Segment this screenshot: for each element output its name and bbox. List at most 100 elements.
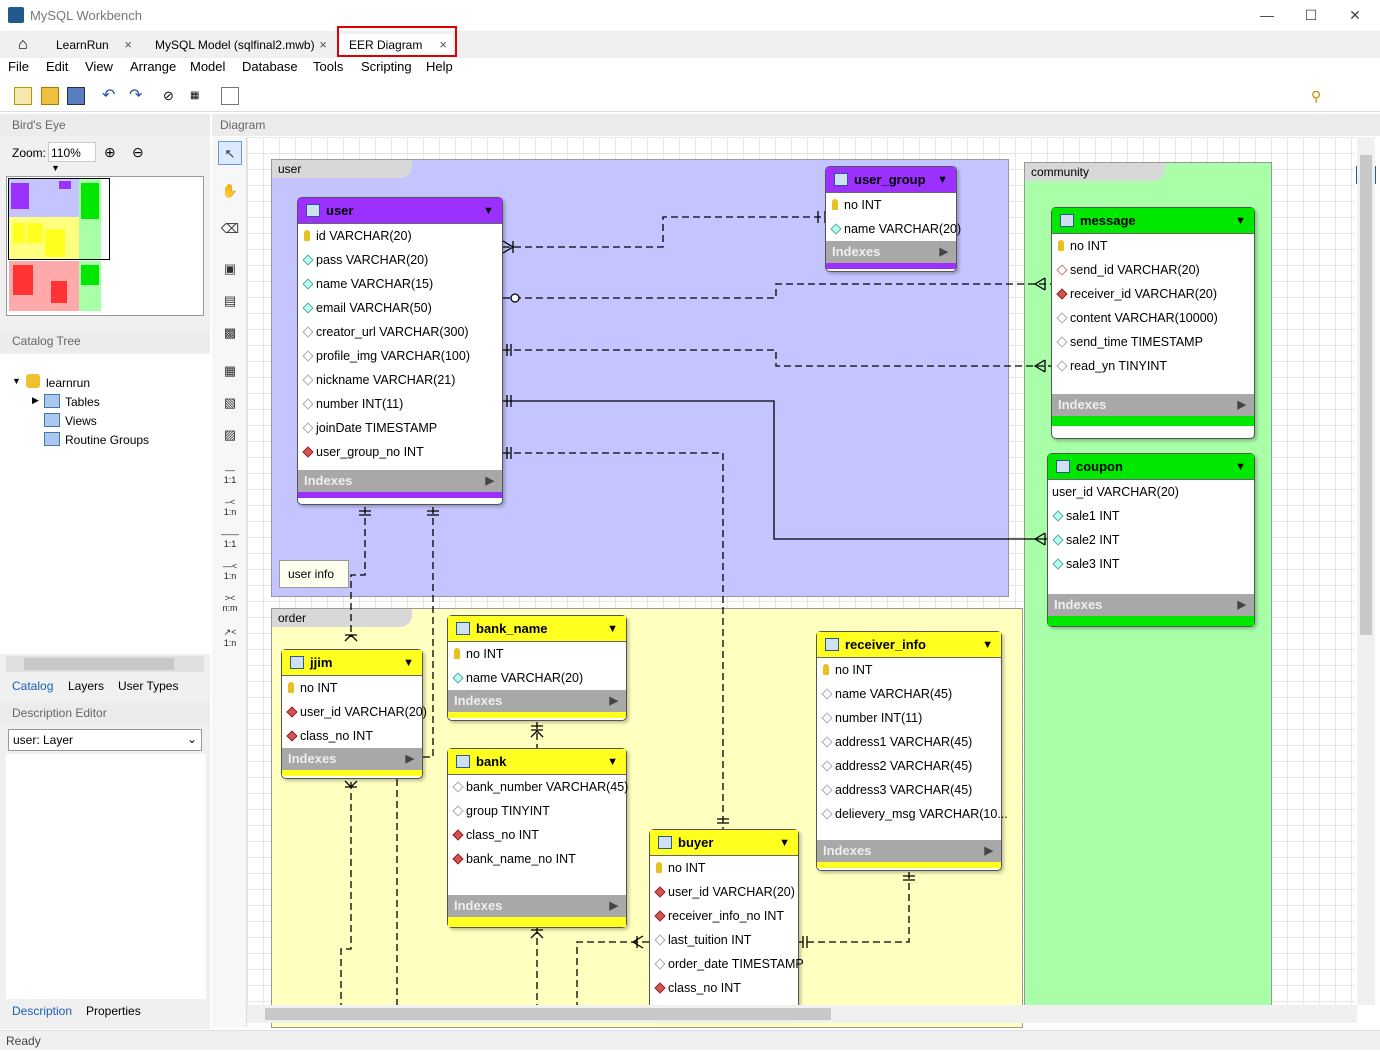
tree-routine-groups[interactable]: Routine Groups xyxy=(65,433,150,447)
pointer-tool-icon[interactable]: ↖ xyxy=(218,141,242,165)
entity-header[interactable]: buyer▼ xyxy=(650,830,798,856)
vertical-scrollbar[interactable] xyxy=(1357,137,1375,1005)
column-row[interactable]: id VARCHAR(20) xyxy=(298,224,502,248)
menu-tools[interactable]: Tools xyxy=(313,59,344,74)
column-row[interactable]: nickname VARCHAR(21) xyxy=(298,368,502,392)
collapse-icon[interactable]: ▼ xyxy=(483,205,494,217)
menu-database[interactable]: Database xyxy=(242,59,298,74)
entity-header[interactable]: user_group▼ xyxy=(826,167,956,193)
rel-existing-tool[interactable]: ↗<1:n xyxy=(223,627,237,648)
entity-user[interactable]: user▼ id VARCHAR(20) pass VARCHAR(20) na… xyxy=(297,197,503,505)
toggle-grid-icon[interactable]: ⊘ xyxy=(163,88,174,103)
menu-arrange[interactable]: Arrange xyxy=(130,59,177,74)
expand-arrow-icon[interactable]: ▶ xyxy=(1237,399,1246,411)
entity-user-group[interactable]: user_group▼ no INT name VARCHAR(20) Inde… xyxy=(825,166,961,272)
diagram-canvas[interactable]: user community order user▼ id VARC xyxy=(247,137,1355,1028)
tab-description[interactable]: Description xyxy=(12,1004,73,1018)
indexes-section[interactable]: Indexes▶ xyxy=(282,748,422,770)
expand-arrow-icon[interactable]: ▶ xyxy=(939,246,948,258)
collapse-icon[interactable]: ▼ xyxy=(982,639,993,651)
column-row[interactable]: address3 VARCHAR(45) xyxy=(817,778,1001,802)
rel-n-m-tool[interactable]: ><n:m xyxy=(222,593,238,613)
note-tool-icon[interactable]: ▤ xyxy=(223,293,237,308)
close-icon[interactable]: × xyxy=(124,37,132,52)
indexes-section[interactable]: Indexes▶ xyxy=(1052,394,1254,416)
expand-arrow-icon[interactable]: ▶ xyxy=(984,845,993,857)
entity-header[interactable]: bank▼ xyxy=(448,749,626,775)
expand-arrow-icon[interactable]: ▶ xyxy=(405,753,414,765)
close-icon[interactable]: × xyxy=(319,37,327,52)
column-row[interactable]: no INT xyxy=(826,193,956,217)
save-icon[interactable] xyxy=(67,87,85,105)
column-row[interactable]: email VARCHAR(50) xyxy=(298,296,502,320)
column-row[interactable]: number INT(11) xyxy=(298,392,502,416)
column-row[interactable]: receiver_id VARCHAR(20) xyxy=(1052,282,1254,306)
column-row[interactable]: group TINYINT xyxy=(448,799,626,823)
tab-catalog[interactable]: Catalog xyxy=(12,679,54,693)
column-row[interactable]: number INT(11) xyxy=(817,706,1001,730)
column-row[interactable]: bank_number VARCHAR(45) xyxy=(448,775,628,799)
birds-eye-view[interactable] xyxy=(6,176,204,316)
eraser-tool-icon[interactable]: ⌫ xyxy=(220,221,240,236)
undo-icon[interactable]: ↶ xyxy=(102,87,116,104)
column-row[interactable]: creator_url VARCHAR(300) xyxy=(298,320,502,344)
entity-receiver-info[interactable]: receiver_info▼ no INT name VARCHAR(45) n… xyxy=(816,631,1008,871)
column-row[interactable]: no INT xyxy=(817,658,1001,682)
column-row[interactable]: read_yn TINYINT xyxy=(1052,354,1254,378)
indexes-section[interactable]: Indexes▶ xyxy=(448,690,626,712)
column-row[interactable]: sale3 INT xyxy=(1048,552,1254,576)
hand-tool-icon[interactable]: ✋ xyxy=(221,183,239,198)
indexes-section[interactable]: Indexes▶ xyxy=(448,895,626,917)
entity-message[interactable]: message▼ no INT send_id VARCHAR(20) rece… xyxy=(1051,207,1255,439)
horizontal-scrollbar[interactable] xyxy=(247,1005,1357,1023)
column-row[interactable]: name VARCHAR(15) xyxy=(298,272,502,296)
column-row[interactable]: address1 VARCHAR(45) xyxy=(817,730,1001,754)
tree-expander-icon[interactable]: ▶ xyxy=(32,395,39,405)
column-row[interactable]: send_id VARCHAR(20) xyxy=(1052,258,1254,282)
column-row[interactable]: user_id VARCHAR(20) xyxy=(650,880,798,904)
entity-coupon[interactable]: coupon▼ user_id VARCHAR(20) sale1 INT sa… xyxy=(1047,453,1255,627)
column-row[interactable]: bank_name_no INT xyxy=(448,847,626,871)
column-row[interactable]: joinDate TIMESTAMP xyxy=(298,416,502,440)
redo-icon[interactable]: ↷ xyxy=(129,87,143,104)
image-tool-icon[interactable]: ▩ xyxy=(223,325,237,340)
routine-tool-icon[interactable]: ▨ xyxy=(223,427,237,442)
description-select[interactable]: user: Layer⌄ xyxy=(8,729,202,751)
open-folder-icon[interactable] xyxy=(41,87,59,105)
column-row[interactable]: sale1 INT xyxy=(1048,504,1254,528)
tab-properties[interactable]: Properties xyxy=(86,1004,141,1018)
column-row[interactable]: user_group_no INT xyxy=(298,440,502,464)
layer-tool-icon[interactable]: ▣ xyxy=(223,261,237,276)
entity-header[interactable]: bank_name▼ xyxy=(448,616,626,642)
new-diagram-icon[interactable] xyxy=(221,87,239,105)
menu-file[interactable]: File xyxy=(8,59,29,74)
collapse-icon[interactable]: ▼ xyxy=(1235,215,1246,227)
search-icon[interactable]: ⚲ xyxy=(1311,88,1322,104)
minimize-button[interactable]: — xyxy=(1260,7,1274,23)
tree-tables[interactable]: Tables xyxy=(65,395,100,409)
column-row[interactable]: delievery_msg VARCHAR(10... xyxy=(817,802,1008,826)
column-row[interactable]: content VARCHAR(10000) xyxy=(1052,306,1254,330)
menu-view[interactable]: View xyxy=(85,59,113,74)
column-row[interactable]: name VARCHAR(45) xyxy=(817,682,1001,706)
collapse-icon[interactable]: ▼ xyxy=(403,657,414,669)
indexes-section[interactable]: Indexes▶ xyxy=(817,840,1001,862)
entity-header[interactable]: message▼ xyxy=(1052,208,1254,234)
collapse-icon[interactable]: ▼ xyxy=(1235,461,1246,473)
column-row[interactable]: class_no INT xyxy=(650,976,798,1000)
collapse-icon[interactable]: ▼ xyxy=(607,623,618,635)
column-row[interactable]: class_no INT xyxy=(448,823,626,847)
column-row[interactable]: no INT xyxy=(448,642,626,666)
entity-header[interactable]: jjim▼ xyxy=(282,650,422,676)
column-row[interactable]: class_no INT xyxy=(282,724,422,748)
tab-user-types[interactable]: User Types xyxy=(118,679,179,693)
tree-root[interactable]: learnrun xyxy=(46,376,91,390)
column-row[interactable]: pass VARCHAR(20) xyxy=(298,248,502,272)
indexes-section[interactable]: Indexes▶ xyxy=(298,470,502,492)
rel-1-n-tool[interactable]: –<1:n xyxy=(223,497,237,517)
indexes-section[interactable]: Indexes▶ xyxy=(1048,594,1254,616)
column-row[interactable]: receiver_info_no INT xyxy=(650,904,798,928)
entity-header[interactable]: receiver_info▼ xyxy=(817,632,1001,658)
home-tab[interactable]: ⌂ xyxy=(8,34,38,58)
expand-arrow-icon[interactable]: ▶ xyxy=(609,900,618,912)
